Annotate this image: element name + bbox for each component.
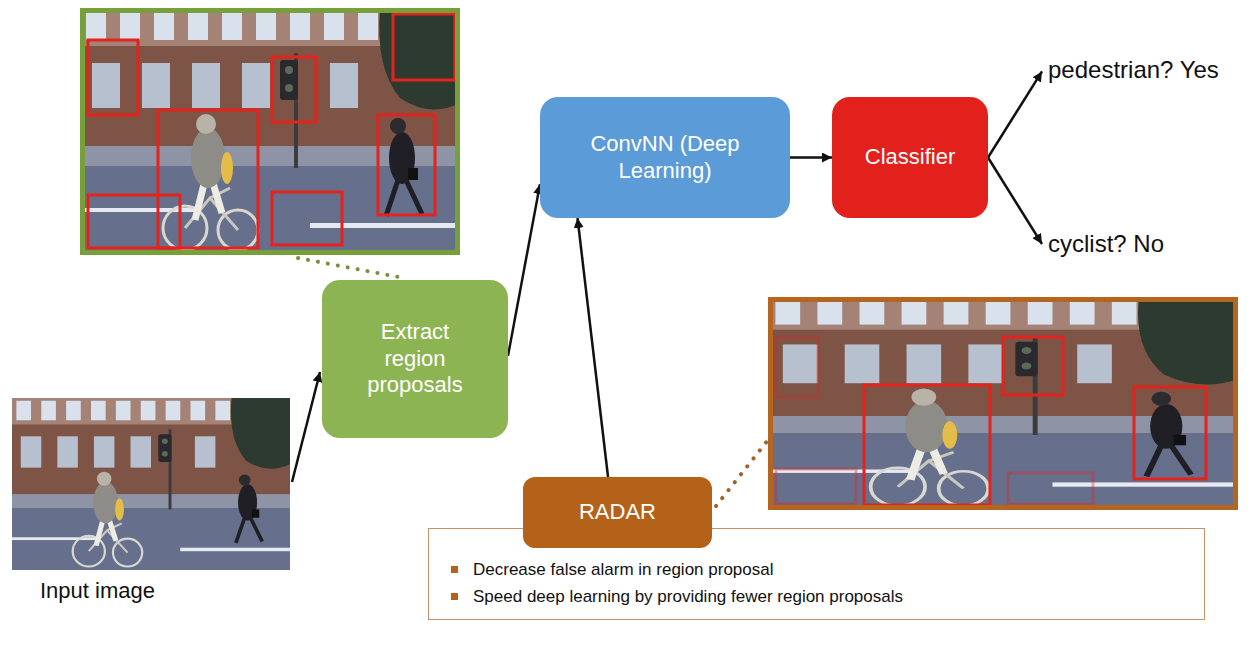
- flow-arrow: [578, 218, 609, 477]
- rejected-box: [776, 469, 856, 504]
- node-text: Extract region proposals: [358, 319, 472, 398]
- node-text: Decrease false alarm in region proposal: [451, 560, 774, 580]
- street-scene: [768, 297, 1238, 510]
- node-text: pedestrian? Yes: [1048, 56, 1219, 84]
- proposal-box: [158, 110, 258, 248]
- proposal-box: [88, 195, 180, 248]
- node-text: Classifier: [865, 144, 955, 170]
- proposal-box: [1134, 387, 1206, 479]
- caption-label: Input image: [40, 578, 155, 604]
- dotted-leader: [298, 258, 404, 278]
- rejected-boxes: [776, 337, 1093, 504]
- input-photo: [12, 398, 290, 570]
- dotted-leader: [716, 440, 768, 506]
- street-scene: [12, 398, 290, 570]
- node-text: ConvNN (Deep Learning): [570, 131, 760, 184]
- rejected-box: [1008, 473, 1093, 504]
- flow-arrow: [508, 184, 540, 356]
- proposal-box: [393, 14, 455, 80]
- process-box: ConvNN (Deep Learning): [540, 97, 790, 218]
- output-label: cyclist? No: [1042, 230, 1170, 258]
- proposal-box: [378, 115, 435, 215]
- proposal-box: [88, 40, 138, 115]
- flow-arrow: [988, 71, 1042, 157]
- proposal-box: [864, 385, 990, 505]
- proposal-box: [272, 192, 342, 245]
- photo-frame: [83, 11, 458, 253]
- proposal-box: [272, 57, 316, 122]
- process-box: Extract region proposals: [322, 280, 508, 438]
- proposal-boxes: [864, 337, 1206, 505]
- radar-photo: [768, 297, 1238, 510]
- rejected-box: [776, 337, 818, 397]
- street-scene: [80, 8, 460, 255]
- node-text: RADAR: [579, 499, 656, 525]
- sensor-box: RADAR: [523, 477, 712, 548]
- flow-arrow: [790, 156, 832, 159]
- proposal-box: [1003, 337, 1063, 395]
- photo-frame: [771, 300, 1236, 508]
- proposal-photo: [80, 8, 460, 255]
- output-label: pedestrian? Yes: [1042, 56, 1225, 84]
- proposal-boxes: [88, 14, 455, 248]
- node-text: Speed deep learning by providing fewer r…: [451, 587, 903, 607]
- process-box: Classifier: [832, 97, 988, 218]
- input-arrow: [292, 372, 320, 482]
- node-text: cyclist? No: [1048, 230, 1164, 258]
- flow-arrow: [988, 158, 1042, 245]
